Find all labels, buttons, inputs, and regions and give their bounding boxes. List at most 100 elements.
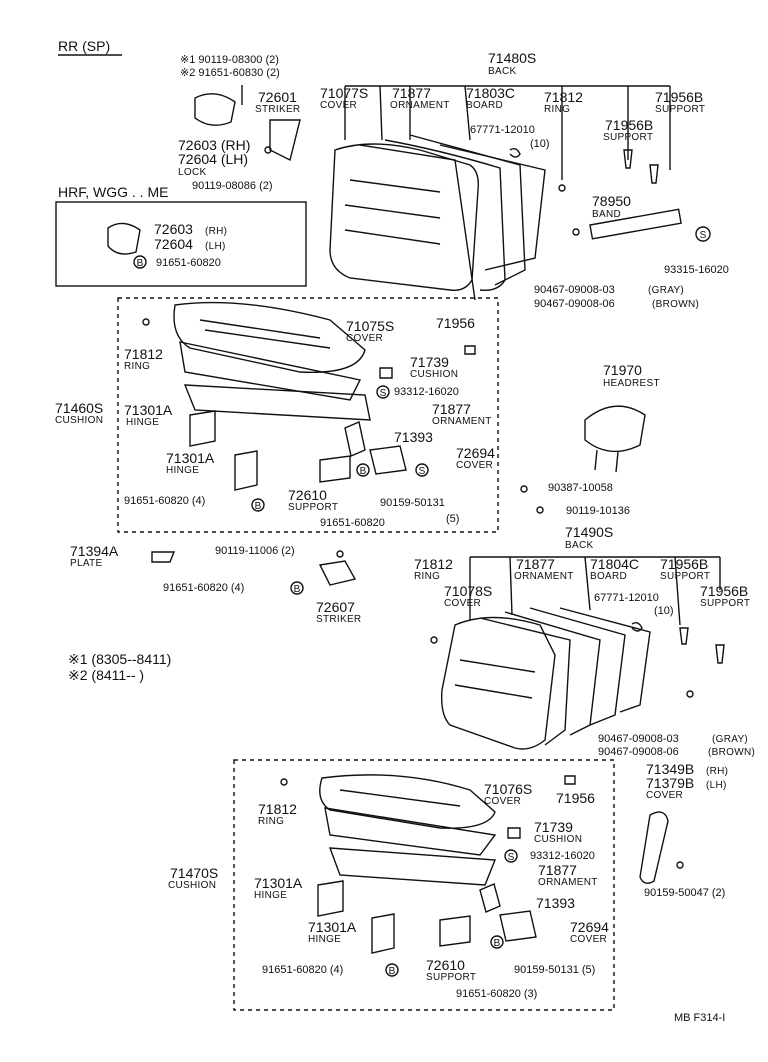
label-90467-06-mid: 90467-09008-06 [598,746,679,758]
lower-cushion-box [233,759,615,1011]
label-cover-side: COVER [646,790,684,801]
note-1: ※1 90119-08300 (2) [180,54,279,66]
label-brown-mid: (BROWN) [708,747,756,758]
label-support-72610-upper: SUPPORT [288,502,339,513]
label-91651-hrf: 91651-60820 [156,257,221,269]
label-striker-2: STRIKER [316,614,362,625]
label-cover-72694-lower: COVER [570,934,608,945]
label-93315: 93315-16020 [664,264,729,276]
label-72694-lower: 72694 [570,919,609,935]
label-71379B: 71379B [646,775,695,791]
label-cushion-71460S: CUSHION [55,415,104,426]
label-71301A-d: 71301A [308,919,357,935]
label-90159-50131: 90159-50131 [380,497,445,509]
back-cover-71077S [329,143,480,291]
label-71956B-a: 71956B [655,89,704,105]
label-qty5: (5) [446,513,460,525]
label-71470S: 71470S [170,865,219,881]
box-title: HRF, WGG . . ME [58,184,169,200]
label-71877-lower: 71877 [538,862,577,878]
hrf-box [55,201,307,287]
label-cover-2: COVER [346,333,384,344]
label-71956-upper: 71956 [436,315,475,331]
label-90119-08086: 90119-08086 (2) [192,180,273,192]
range-note-1: ※1 (8305--8411) [68,651,172,667]
s-mark-lower: S [508,852,515,863]
label-plate: PLATE [70,558,103,569]
label-91651-3: 91651-60820 (3) [456,988,538,1000]
label-71393-upper: 71393 [394,429,433,445]
b-mark-lower-hinge: B [389,966,396,977]
label-brown-top: (BROWN) [652,299,700,310]
label-hinge-d: HINGE [308,934,342,945]
label-gray-mid: (GRAY) [712,734,749,745]
label-71812-mid: 71812 [414,556,453,572]
label-71739-upper: 71739 [410,354,449,370]
b-mark-hrf: B [137,258,144,269]
upper-cushion-box [117,297,499,533]
label-72604: 72604 [154,236,193,252]
label-71393-lower: 71393 [536,895,575,911]
label-71301A-c: 71301A [254,875,303,891]
label-cushion-lower: CUSHION [534,834,583,845]
label-91651-upper: 91651-60820 [320,517,385,529]
s-mark-93315: S [700,230,707,241]
label-71803C: 71803C [466,85,516,101]
label-91651-4-upper: 91651-60820 (4) [124,495,206,507]
label-71076S: 71076S [484,781,533,797]
label-ring-top: RING [544,104,571,115]
label-ornament-lower: ORNAMENT [538,877,598,888]
label-71956B-c: 71956B [660,556,709,572]
label-lh: (LH) [205,241,226,252]
back-cover-71078S [440,616,556,750]
label-90159-50131-5: 90159-50131 (5) [514,964,596,976]
label-72607: 72607 [316,599,355,615]
label-hinge-c: HINGE [254,890,288,901]
label-71394A: 71394A [70,543,119,559]
label-back-2: BACK [565,540,594,551]
label-support-d: SUPPORT [700,598,751,609]
label-back: BACK [488,66,517,77]
range-note-2: ※2 (8411-- ) [68,667,145,683]
label-71812-upper: 71812 [124,346,163,362]
label-gray-top: (GRAY) [648,285,685,296]
label-hinge-b: HINGE [166,465,200,476]
cushion-cover-71075S [173,301,366,374]
label-ornament-mid: ORNAMENT [514,571,574,582]
label-71877-mid: 71877 [516,556,555,572]
label-support-c: SUPPORT [660,571,711,582]
label-rh-2: (RH) [706,766,729,777]
label-91651-4-lower: 91651-60820 (4) [262,964,344,976]
label-72603-rh: 72603 (RH) [178,137,251,153]
headrest-71970 [584,405,646,453]
label-71812-top: 71812 [544,89,583,105]
label-71877-upper: 71877 [432,401,471,417]
label-67771-mid: 67771-12010 [594,592,659,604]
label-board-1: BOARD [466,100,504,111]
label-71301A-a: 71301A [124,402,173,418]
label-72610-lower: 72610 [426,957,465,973]
label-cushion-71470S: CUSHION [168,880,217,891]
s-mark-93312: S [380,388,387,399]
label-cover-4: COVER [484,796,522,807]
label-71349B: 71349B [646,761,695,777]
label-lh-2: (LH) [706,780,727,791]
label-hinge-a: HINGE [126,417,160,428]
b-mark-striker: B [294,584,301,595]
b-mark-upper: B [360,466,367,477]
label-71490S: 71490S [565,524,614,540]
label-71877: 71877 [392,85,431,101]
label-71078S: 71078S [444,583,493,599]
label-cover-3: COVER [444,598,482,609]
label-71956-lower: 71956 [556,790,595,806]
label-67771-top: 67771-12010 [470,124,535,136]
label-90387: 90387-10058 [548,482,613,494]
note-2: ※2 91651-60830 (2) [180,67,280,79]
label-qty10-mid: (10) [654,605,674,617]
label-ring-lower: RING [258,816,285,827]
label-90467-03-top: 90467-09008-03 [534,284,615,296]
label-lock: LOCK [178,167,207,178]
label-93312-lower: 93312-16020 [530,850,595,862]
label-71301A-b: 71301A [166,450,215,466]
